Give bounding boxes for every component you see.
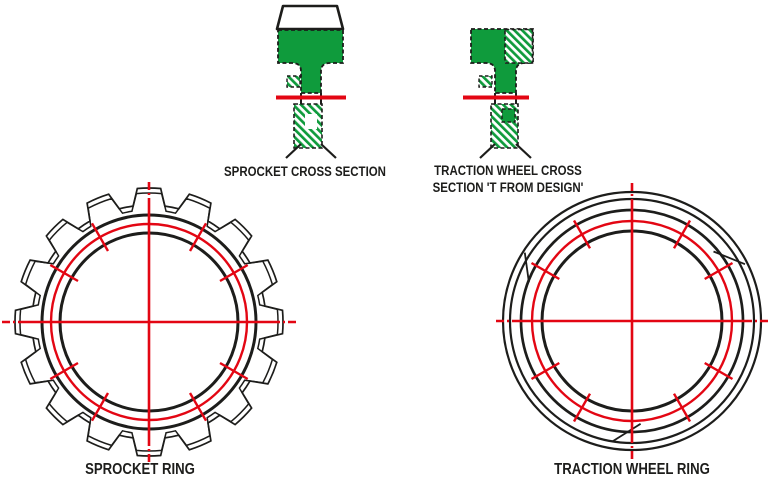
traction-foot-lines — [479, 143, 532, 159]
traction-cross-section-label-line1: TRACTION WHEEL CROSS — [434, 163, 582, 178]
sprocket-ring-drawing — [2, 182, 296, 462]
sprocket-lower-notch — [305, 114, 317, 129]
center-crosshair — [2, 182, 296, 462]
traction-ring-drawing — [496, 183, 768, 459]
sprocket-ring-label: SPROCKET RING — [85, 461, 195, 478]
pitch-tick-marks — [530, 219, 734, 423]
traction-cross-section-drawing — [463, 28, 534, 159]
center-crosshair — [496, 183, 768, 459]
traction-lower-insert — [501, 108, 516, 123]
traction-cross-section-label: TRACTION WHEEL CROSS SECTION 'T FROM DES… — [415, 162, 602, 196]
traction-hatched-lug — [478, 75, 493, 88]
sprocket-foot-lines — [285, 143, 337, 159]
ring-joint-marks — [523, 250, 746, 443]
sprocket-cross-section-drawing — [275, 4, 346, 159]
traction-hatched-shoulder — [504, 28, 534, 64]
sprocket-cross-section-label: SPROCKET CROSS SECTION — [224, 164, 386, 179]
sprocket-hatched-lug — [286, 75, 301, 88]
sprocket-hub-funnel — [275, 4, 345, 31]
sprocket-teeth-outline-inner — [19, 192, 279, 452]
traction-cross-section-label-line2: SECTION 'T FROM DESIGN' — [432, 180, 584, 195]
traction-ring-label: TRACTION WHEEL RING — [554, 461, 710, 478]
pitch-tick-marks — [49, 222, 249, 422]
